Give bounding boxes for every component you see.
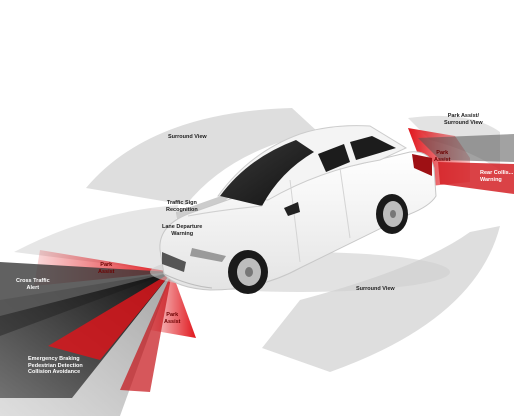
label-lane-departure-warning: Lane Departure Warning xyxy=(162,224,202,237)
rear-wheel xyxy=(376,194,408,234)
front-wheel xyxy=(228,250,268,294)
label-surround-view-top: Surround View xyxy=(168,134,207,140)
label-line: Warning xyxy=(480,176,502,183)
label-line: Assist xyxy=(98,268,115,275)
label-line: Park Assist/ xyxy=(447,113,479,119)
label-line: Rear Collis... xyxy=(480,170,514,176)
label-park-assist-surround-view: Park Assist/ Surround View xyxy=(444,113,483,126)
label-line: Warning xyxy=(171,230,194,237)
label-line: Park xyxy=(100,262,113,268)
label-line: Park xyxy=(166,312,179,318)
label-line: Park xyxy=(436,150,449,156)
label-park-assist-front-left: Park Assist xyxy=(98,262,115,275)
surround-view-zone-top xyxy=(86,108,318,205)
label-line: Traffic Sign xyxy=(166,200,197,206)
label-line: Emergency Braking xyxy=(28,356,80,362)
label-line: Alert xyxy=(26,284,40,291)
label-line: Collision Avoidance xyxy=(28,369,81,375)
label-emergency-braking: Emergency Braking Pedestrian Detection C… xyxy=(28,356,83,376)
label-line: Cross Traffic xyxy=(16,278,50,284)
label-traffic-sign-recognition: Traffic Sign Recognition xyxy=(166,200,198,213)
label-line: Recognition xyxy=(166,206,198,213)
car xyxy=(150,125,450,294)
front-radar-beam xyxy=(48,272,172,360)
label-line: Lane Departure xyxy=(162,224,203,230)
label-line: Pedestrian Detection xyxy=(28,362,83,369)
label-line: Assist xyxy=(164,318,181,325)
front-radar-beam-2 xyxy=(120,272,172,392)
label-park-assist-rear: Park Assist xyxy=(434,150,451,163)
rear-dark-beam xyxy=(418,134,514,162)
label-rear-collision-warning: Rear Collis... Warning xyxy=(480,170,513,183)
label-cross-traffic-alert: Cross Traffic Alert xyxy=(16,278,50,291)
label-line: Assist xyxy=(434,156,451,163)
label-surround-view-bottom: Surround View xyxy=(356,286,395,292)
surround-view-zone-bottom xyxy=(262,226,500,372)
label-line: Surround View xyxy=(444,119,483,126)
label-park-assist-front-right: Park Assist xyxy=(164,312,181,325)
rear-collision-beam xyxy=(438,162,514,194)
